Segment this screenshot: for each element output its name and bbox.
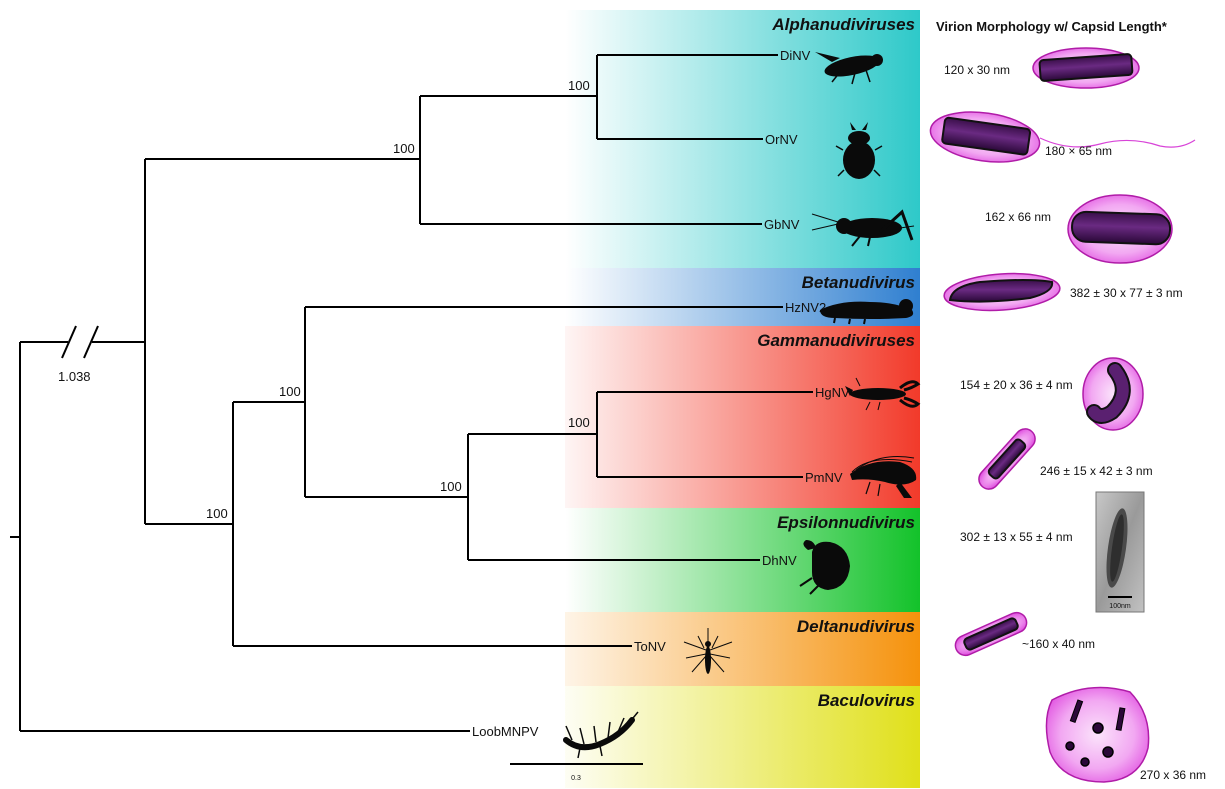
- taxon-label-hgnv: HgNV: [815, 385, 850, 400]
- virion-ornv: [927, 106, 1195, 169]
- taxon-label-hznv2: HzNV2: [785, 300, 826, 315]
- virion-hznv2: [943, 270, 1061, 314]
- bootstrap-alpha-inner: 100: [568, 78, 590, 93]
- measurement-hgnv: 154 ± 20 x 36 ± 4 nm: [960, 378, 1073, 392]
- virion-morphology: 120 x 30 nm 180 × 65 nm 162 x 66 nm 382 …: [927, 48, 1206, 782]
- measurement-dhnv: 302 ± 13 x 55 ± 4 nm: [960, 530, 1073, 544]
- taxon-label-dhnv: DhNV: [762, 553, 797, 568]
- virion-tonv: [952, 609, 1030, 658]
- measurement-loobmnpv: 270 x 36 nm: [1140, 768, 1206, 782]
- virion-pmnv: [975, 425, 1039, 493]
- virion-gbnv: [1068, 195, 1172, 263]
- measurement-pmnv: 246 ± 15 x 42 ± 3 nm: [1040, 464, 1153, 478]
- virion-loobmnpv: [1046, 688, 1148, 783]
- taxon-label-tonv: ToNV: [634, 639, 666, 654]
- bootstrap-gamma-inner: 100: [568, 415, 590, 430]
- clade-label-gamma: Gammanudiviruses: [757, 331, 915, 350]
- taxon-label-pmnv: PmNV: [805, 470, 843, 485]
- measurement-hznv2: 382 ± 30 x 77 ± 3 nm: [1070, 286, 1183, 300]
- band-gammanudiviruses: [565, 326, 920, 508]
- measurement-dinv: 120 x 30 nm: [944, 63, 1010, 77]
- micrograph-scale-label: 100nm: [1109, 603, 1131, 610]
- root-break-label: 1.038: [58, 369, 91, 384]
- bootstrap-alpha-root: 100: [393, 141, 415, 156]
- scale-bar-label: 0.3: [571, 775, 581, 782]
- measurement-ornv: 180 × 65 nm: [1045, 144, 1112, 158]
- clade-label-delta: Deltanudivirus: [797, 617, 915, 636]
- bootstrap-nudi-core: 100: [206, 506, 228, 521]
- clade-label-beta: Betanudivirus: [802, 273, 915, 292]
- clade-label-epsilon: Epsilonnudivirus: [777, 513, 915, 532]
- bootstrap-beta-gamma-epsilon: 100: [279, 384, 301, 399]
- measurement-gbnv: 162 x 66 nm: [985, 210, 1051, 224]
- virion-hgnv: [1083, 358, 1143, 430]
- taxon-label-gbnv: GbNV: [764, 217, 800, 232]
- measurement-tonv: ~160 x 40 nm: [1022, 637, 1095, 651]
- taxon-label-loobmnpv: LoobMNPV: [472, 724, 539, 739]
- bootstrap-values: 100 100 100 100 100 100 1.038: [58, 78, 590, 521]
- clade-label-baculo: Baculovirus: [818, 691, 915, 710]
- micrograph-dhnv: 100nm: [1096, 492, 1144, 612]
- taxon-label-dinv: DiNV: [780, 48, 811, 63]
- clade-label-alpha: Alphanudiviruses: [771, 15, 915, 34]
- virion-dinv: [1033, 48, 1139, 88]
- bootstrap-gamma-epsilon: 100: [440, 479, 462, 494]
- morphology-header: Virion Morphology w/ Capsid Length*: [936, 19, 1168, 34]
- taxon-label-ornv: OrNV: [765, 132, 798, 147]
